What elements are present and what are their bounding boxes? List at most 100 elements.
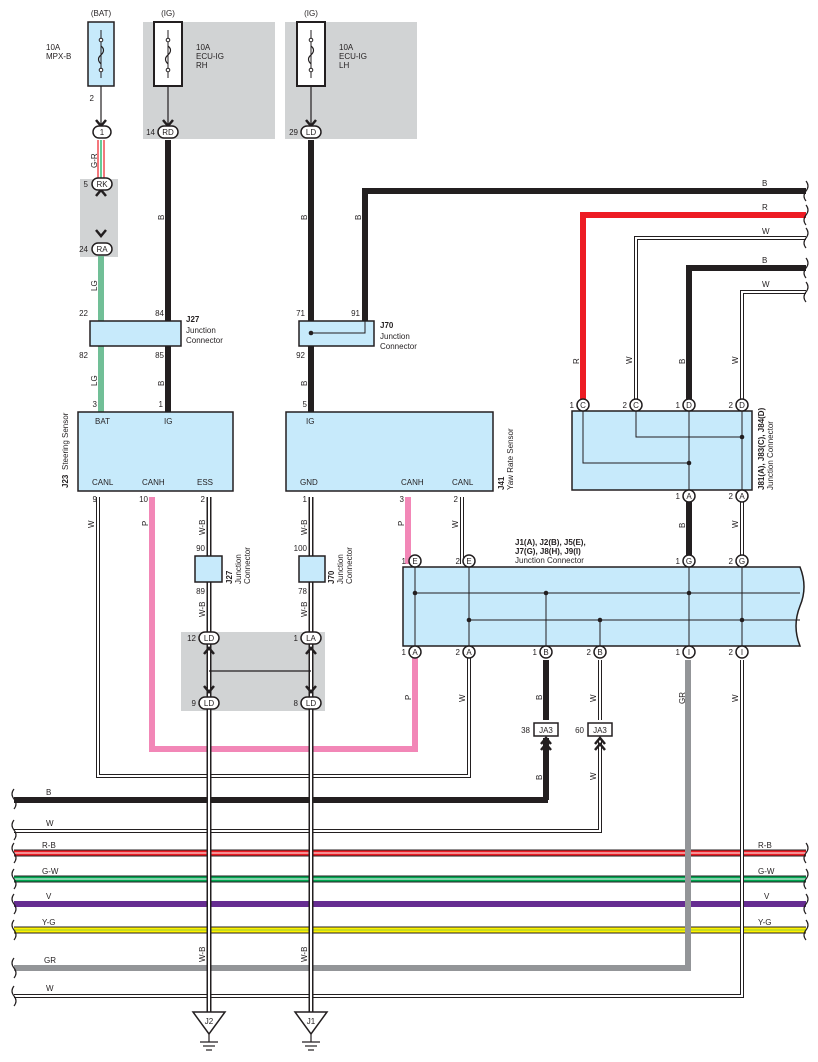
j70-pin-91: 91 <box>351 309 360 318</box>
wire-label-lg-1: LG <box>90 280 99 291</box>
wire-label-w-1: W <box>625 356 634 364</box>
j81-name: Junction Connector <box>766 421 775 490</box>
j1-pin-a1-num: 1 <box>402 648 407 657</box>
bus-label-rb-right: R-B <box>758 841 772 850</box>
bus-label-gw-right: G-W <box>758 867 775 876</box>
ground-j1-label: J1 <box>307 1017 316 1026</box>
bus-label-rb-left: R-B <box>42 841 56 850</box>
wire-label-w-2: W <box>731 356 740 364</box>
j70-name-1: Junction <box>380 332 410 341</box>
pin-ld-num: 29 <box>289 128 298 137</box>
j1-pin-i1: I <box>688 648 690 657</box>
pin-ld-b-num: 9 <box>192 699 197 708</box>
ja3-38-num: 38 <box>521 726 530 735</box>
wire-label-b-8: B <box>535 695 544 700</box>
j27-lower-code: J27 <box>225 570 234 584</box>
j41-term-canl: CANL <box>452 478 474 487</box>
j41-term-canh: CANH <box>401 478 424 487</box>
j1-pin-g2: G <box>739 557 745 566</box>
j27-junction-upper: 22 84 82 85 J27 Junction Connector <box>79 309 223 360</box>
wire-label-p-2: P <box>397 521 406 526</box>
pin-ld-c-num: 8 <box>294 699 299 708</box>
j81-pin-a1-num: 1 <box>676 492 681 501</box>
j41-term-ig: IG <box>306 417 314 426</box>
j1-pin-a1: A <box>412 648 418 657</box>
j23-pin-2: 2 <box>201 495 206 504</box>
wire-label-w-6: W <box>458 694 467 702</box>
fuse-mpx-b: (BAT) 10A MPX-B 2 <box>46 9 115 128</box>
j81-pin-d2-num: 2 <box>729 401 734 410</box>
wire-label-p-1: P <box>141 521 150 526</box>
bus-label-yg-left: Y-G <box>42 918 56 927</box>
shaded-areas <box>80 22 417 711</box>
fuse-rh-side: RH <box>196 61 208 70</box>
pin-ld-a-label: LD <box>204 634 214 643</box>
j23-pin-3: 3 <box>93 400 98 409</box>
bus-label-gray: GR <box>44 956 56 965</box>
j27-pin-22: 22 <box>79 309 88 318</box>
j27-pin-85: 85 <box>155 351 164 360</box>
j41-term-gnd: GND <box>300 478 318 487</box>
wire-label-b-3: B <box>300 215 309 220</box>
j81-pin-c2: C <box>633 401 639 410</box>
can-white-wires <box>96 497 471 778</box>
ja3-60-code: JA3 <box>593 726 607 735</box>
ground-j2-label: J2 <box>205 1017 214 1026</box>
bus-label-v-left: V <box>46 892 52 901</box>
j81-junction-connector: J81(A), J83(C), J84(D) Junction Connecto… <box>571 407 775 491</box>
j81-codes: J81(A), J83(C), J84(D) <box>757 407 766 490</box>
wire-label-r-1: R <box>572 358 581 364</box>
j1-pin-a2-num: 2 <box>456 648 461 657</box>
wire-label-b-7: B <box>678 523 687 528</box>
wire-label-b-2: B <box>157 381 166 386</box>
j70-junction-lower: 100 78 J70 Junction Connector <box>294 544 354 596</box>
j81-pin-d1-num: 1 <box>676 401 681 410</box>
j27-junction-lower: 90 89 J27 Junction Connector <box>194 544 252 596</box>
j41-pin-3: 3 <box>400 495 405 504</box>
wire-label-wb-2: W-B <box>300 520 309 535</box>
j81-pin-c2-num: 2 <box>623 401 628 410</box>
j41-yaw-rate-sensor: IG GND CANH CANL 5 1 3 2 J41 Yaw Rate Se… <box>285 400 515 504</box>
j1-codes-line1: J1(A), J2(B), J5(E), <box>515 538 586 547</box>
fuse-ecu-ig-lh: (IG) 10A ECU-IG LH <box>296 9 367 128</box>
wire-label-wb-3: W-B <box>198 602 207 617</box>
j81-pin-a2-num: 2 <box>729 492 734 501</box>
j70-lower-name-2: Connector <box>345 547 354 584</box>
j81-pin-c1: C <box>580 401 586 410</box>
j27-pin-84: 84 <box>155 309 164 318</box>
wire-label-b-6: B <box>678 359 687 364</box>
fuse-ecu-ig-rh: (IG) 10A ECU-IG RH <box>153 9 224 128</box>
wire-label-wb-1: W-B <box>198 520 207 535</box>
j23-pin-9: 9 <box>93 495 98 504</box>
j27-name-1: Junction <box>186 326 216 335</box>
pin-rd-label: RD <box>162 128 174 137</box>
j27-pin-89: 89 <box>196 587 205 596</box>
j1-codes-line2: J7(G), J8(H), J9(I) <box>515 547 581 556</box>
break-marks <box>11 180 809 1007</box>
bus-label-v-right: V <box>764 892 770 901</box>
j70-name-2: Connector <box>380 342 417 351</box>
wire-label-b-1: B <box>157 215 166 220</box>
j1-name: Junction Connector <box>515 556 584 565</box>
ja3-38-code: JA3 <box>539 726 553 735</box>
pin-ld-b-label: LD <box>204 699 214 708</box>
j41-name: Yaw Rate Sensor <box>506 428 515 490</box>
wire-label-w-5: W <box>731 520 740 528</box>
j23-term-canh: CANH <box>142 478 165 487</box>
pin-1-label: 1 <box>100 128 105 137</box>
wire-label-b-5: B <box>354 215 363 220</box>
j81-pin-d2: D <box>739 401 745 410</box>
wire-label-w-8: W <box>731 694 740 702</box>
wire-label-gr: G-R <box>90 153 99 168</box>
pin-rd-num: 14 <box>146 128 155 137</box>
j23-term-canl: CANL <box>92 478 114 487</box>
wire-label-w-right-1: W <box>762 227 770 236</box>
j1-pin-e2: E <box>466 557 471 566</box>
pin-la-label: LA <box>306 634 316 643</box>
j1-pin-g1: G <box>686 557 692 566</box>
j1-pin-e1-num: 1 <box>402 557 407 566</box>
wire-label-wb-5: W-B <box>198 947 207 962</box>
j70-pin-71: 71 <box>296 309 305 318</box>
j41-pin-1: 1 <box>303 495 308 504</box>
j23-code: J23 <box>61 474 70 488</box>
